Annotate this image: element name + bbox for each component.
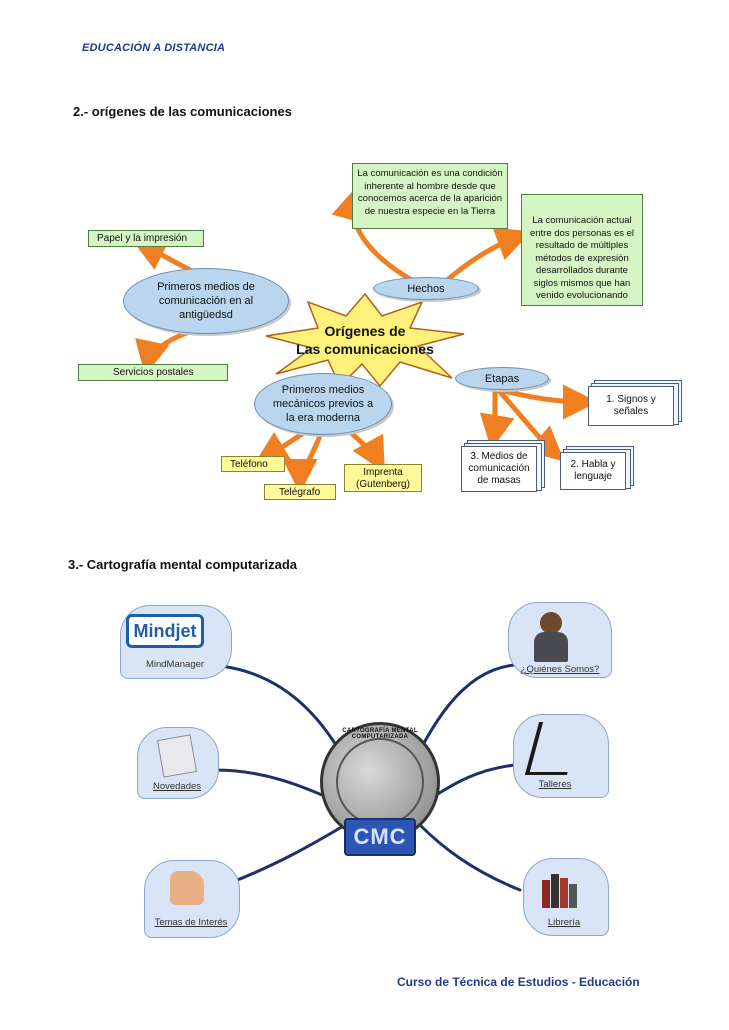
node-etapas: Etapas — [455, 367, 549, 390]
stack-signos-label: 1. Signos y señales — [588, 386, 674, 426]
bubble-talleres[interactable] — [513, 714, 609, 798]
cmc-acronym: CMC — [344, 818, 416, 856]
label-quienes[interactable]: ¿Quiénes Somos? — [520, 664, 600, 675]
arrow-to-medios — [479, 389, 515, 450]
stack-habla: 2. Habla y lenguaje — [560, 446, 636, 492]
section-3-heading: 3.- Cartografía mental computarizada — [68, 557, 297, 572]
node-mecanicos: Primeros medios mecánicos previos a la e… — [254, 373, 392, 435]
note-actual: La comunicación actual entre dos persona… — [521, 194, 643, 306]
arrow-to-signos — [497, 384, 598, 420]
stack-medios-label: 3. Medios de comunicación de masas — [461, 446, 537, 492]
arrow-to-imprenta — [347, 429, 385, 473]
label-temas[interactable]: Temas de Interés — [154, 917, 228, 928]
flag-imprenta-line1: Imprenta — [363, 467, 403, 478]
node-hechos-label: Hechos — [407, 282, 445, 295]
page-header: EDUCACIÓN A DISTANCIA — [82, 42, 226, 54]
node-primeros-medios: Primeros medios de comunicación en al an… — [123, 268, 289, 334]
center-topic-line1: Orígenes de — [324, 323, 406, 339]
person-body-icon — [534, 632, 568, 662]
stack-medios: 3. Medios de comunicación de masas — [461, 440, 547, 494]
node-mecanicos-label: Primeros medios mecánicos previos a la e… — [272, 384, 374, 424]
flag-imprenta: Imprenta (Gutenberg) — [344, 464, 422, 492]
thumbs-up-icon — [170, 871, 204, 905]
stack-signos: 1. Signos y señales — [588, 380, 684, 428]
node-primeros-medios-label: Primeros medios de comunicación en al an… — [157, 281, 255, 321]
node-etapas-label: Etapas — [484, 372, 520, 385]
center-topic-line2: Las comunicaciones — [296, 341, 434, 357]
arrow-to-servicios — [135, 327, 198, 376]
cmc-ring-text: CARTOGRAFÍA MENTAL COMPUTARIZADA — [342, 728, 418, 740]
center-topic: Orígenes de Las comunicaciones — [280, 322, 450, 358]
label-talleres[interactable]: Talleres — [538, 779, 572, 790]
globe-icon — [336, 738, 424, 826]
note-condicion: La comunicación es una condición inheren… — [352, 163, 508, 229]
flag-servicios: Servicios postales — [78, 364, 228, 381]
node-hechos: Hechos — [373, 277, 479, 300]
person-phone-icon — [540, 612, 562, 634]
stack-habla-label: 2. Habla y lenguaje — [560, 452, 626, 490]
books-icon — [542, 872, 582, 908]
newspaper-icon — [156, 734, 198, 778]
flag-telefono: Teléfono — [221, 456, 285, 472]
flag-imprenta-line2: (Gutenberg) — [356, 479, 410, 490]
mindjet-logo: Mindjet — [126, 614, 204, 648]
page-footer: Curso de Técnica de Estudios - Educación — [397, 975, 640, 989]
section-2-heading: 2.- orígenes de las comunicaciones — [73, 104, 292, 119]
mindmanager-label[interactable]: MindManager — [145, 659, 205, 670]
label-novedades[interactable]: Novedades — [152, 781, 202, 792]
flag-telegrafo: Telégrafo — [264, 484, 336, 500]
label-libreria[interactable]: Librería — [547, 917, 581, 928]
arrow-to-habla — [497, 389, 565, 462]
arrow-to-actual — [442, 227, 532, 285]
origins-starburst — [265, 292, 465, 388]
flag-papel: Papel y la impresión — [88, 230, 204, 247]
arrow-to-telegrafo — [282, 433, 323, 494]
